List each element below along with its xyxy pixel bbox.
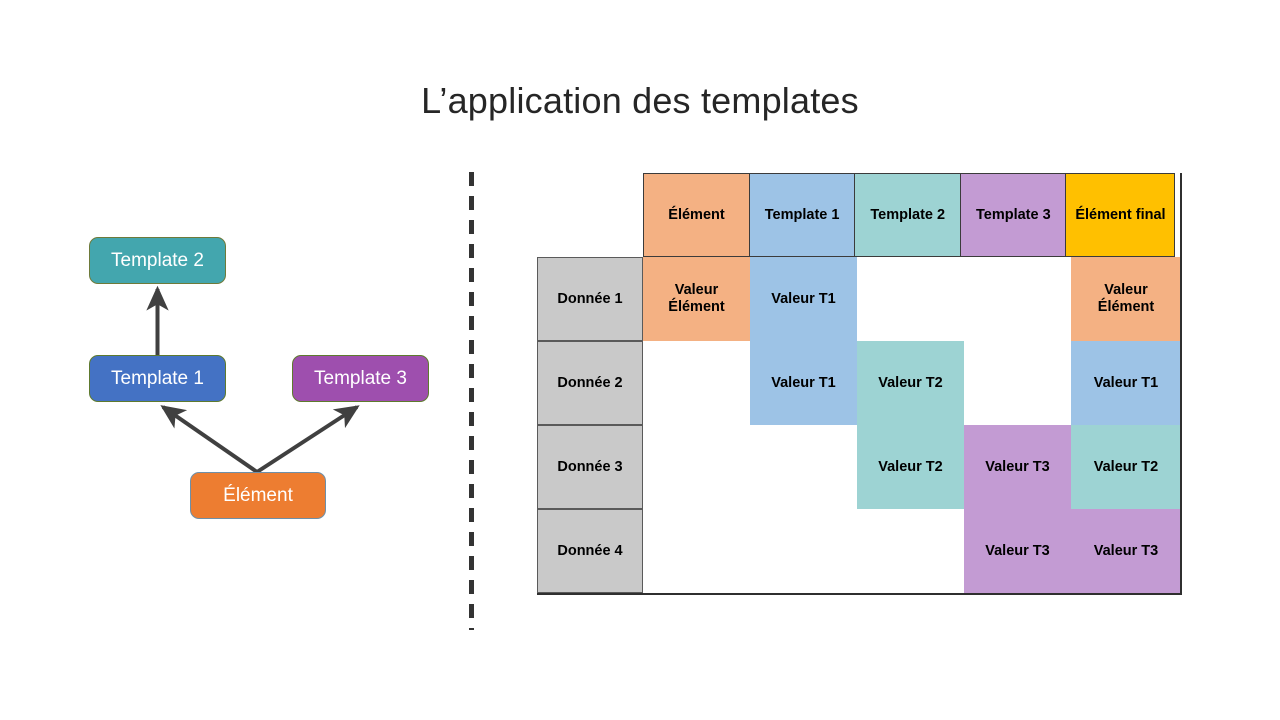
matrix-cell-t2-r2[interactable]: Valeur T2 <box>857 341 964 425</box>
matrix-cell-t1-r1[interactable]: Valeur T1 <box>750 257 857 341</box>
diagram-node-label: Template 2 <box>111 250 204 271</box>
matrix-cell-t1-r4 <box>750 509 857 593</box>
diagram-node-template-3[interactable]: Template 3 <box>292 355 429 402</box>
diagram-node-template-1[interactable]: Template 1 <box>89 355 226 402</box>
matrix-cell-t3-r3[interactable]: Valeur T3 <box>964 425 1071 509</box>
diagram-arrows <box>146 285 360 474</box>
arrow-element-to-template1 <box>160 405 259 474</box>
page-title: L’application des templates <box>421 80 859 121</box>
matrix-column-header-final[interactable]: Élément final <box>1065 173 1176 257</box>
matrix-cell-element-r4 <box>643 509 750 593</box>
arrow-element-to-template3 <box>255 405 360 474</box>
matrix-right-border <box>1180 173 1182 595</box>
matrix-row-label[interactable]: Donnée 1 <box>537 257 643 341</box>
diagram-node-element[interactable]: Élément <box>190 472 326 519</box>
section-divider <box>469 172 474 630</box>
matrix-cell-element-r2 <box>643 341 750 425</box>
matrix-bottom-border <box>537 593 1182 595</box>
matrix-column-header-t2[interactable]: Template 2 <box>854 173 962 257</box>
matrix-row-label[interactable]: Donnée 4 <box>537 509 643 593</box>
matrix-column-header-element[interactable]: Élément <box>643 173 750 257</box>
matrix-cell-element-r3 <box>643 425 750 509</box>
matrix-cell-final-r2[interactable]: Valeur T1 <box>1071 341 1181 425</box>
matrix-cell-t2-r4 <box>857 509 964 593</box>
diagram-node-label: Template 1 <box>111 368 204 389</box>
matrix-column-header-t1[interactable]: Template 1 <box>748 173 856 257</box>
matrix-row-label[interactable]: Donnée 3 <box>537 425 643 509</box>
matrix-cell-t1-r3 <box>750 425 857 509</box>
diagram-node-template-2[interactable]: Template 2 <box>89 237 226 284</box>
matrix-cell-final-r3[interactable]: Valeur T2 <box>1071 425 1181 509</box>
diagram-node-label: Template 3 <box>314 368 407 389</box>
diagram-node-label: Élément <box>223 485 293 506</box>
matrix-cell-t1-r2[interactable]: Valeur T1 <box>750 341 857 425</box>
matrix-column-header-t3[interactable]: Template 3 <box>959 173 1067 257</box>
matrix-cell-t2-r1 <box>857 257 964 341</box>
matrix-cell-t3-r1 <box>964 257 1071 341</box>
matrix-cell-t3-r4[interactable]: Valeur T3 <box>964 509 1071 593</box>
matrix-cell-t2-r3[interactable]: Valeur T2 <box>857 425 964 509</box>
template-inheritance-diagram: Template 2 Template 1 Template 3 Élément <box>0 0 470 720</box>
matrix-row-label[interactable]: Donnée 2 <box>537 341 643 425</box>
matrix-cell-t3-r2 <box>964 341 1071 425</box>
matrix-cell-final-r4[interactable]: Valeur T3 <box>1071 509 1181 593</box>
